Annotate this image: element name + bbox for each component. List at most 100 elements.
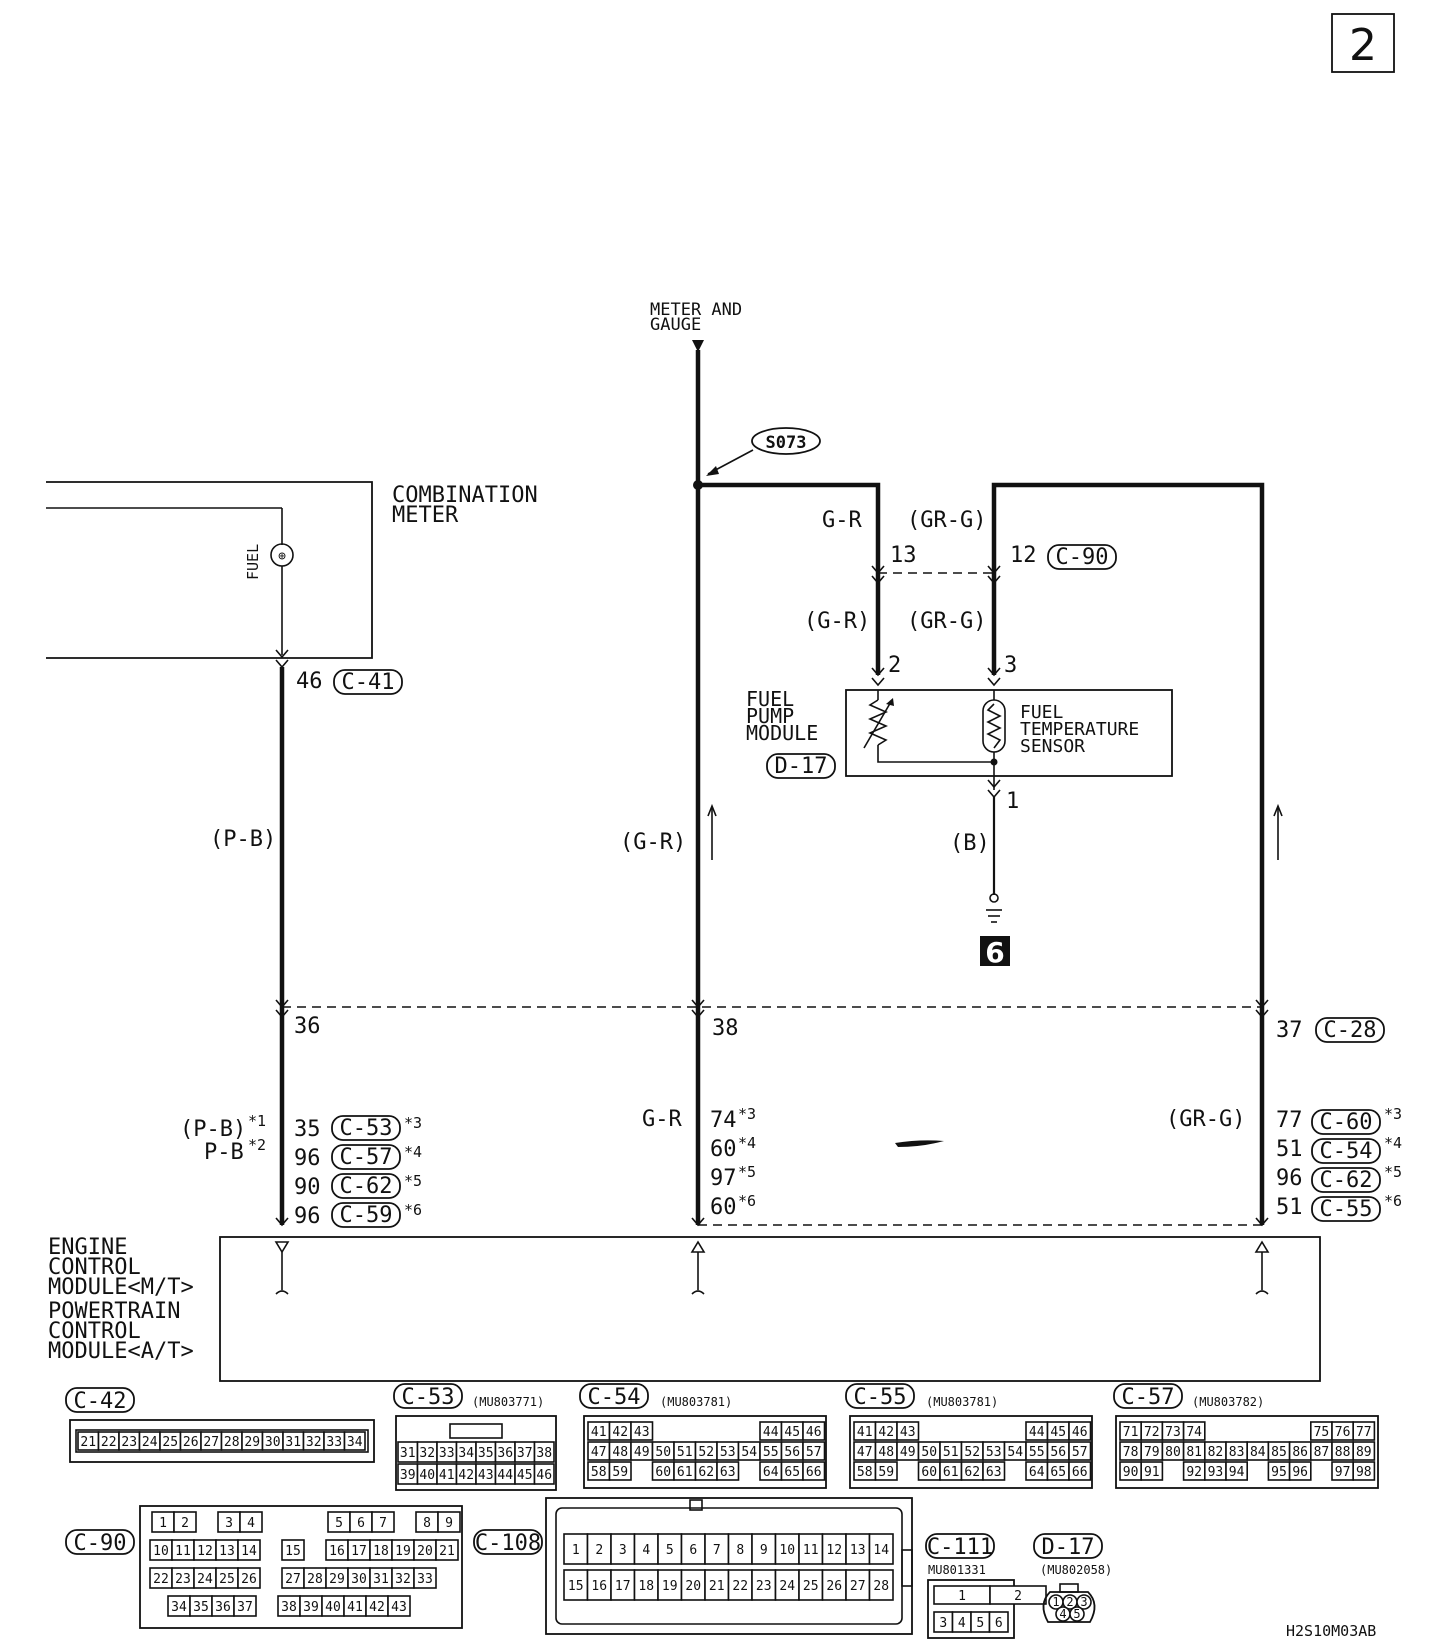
fuel-pump-label-1: FUEL bbox=[746, 687, 794, 711]
conn-ref-c41-label: C-41 bbox=[342, 670, 395, 695]
c42-pin-cell bbox=[343, 1431, 366, 1451]
pin-38: 38 bbox=[712, 1016, 739, 1041]
splice-label: S073 bbox=[766, 433, 807, 453]
c55-pin-number: 65 bbox=[1050, 1465, 1066, 1480]
c53-pin-number: 40 bbox=[419, 1468, 435, 1483]
c57-title: C-57 bbox=[1122, 1385, 1175, 1410]
c108-pin-number: 25 bbox=[803, 1579, 819, 1594]
c90-pin-number: 17 bbox=[351, 1544, 367, 1559]
c90-pin-cell bbox=[239, 1511, 263, 1533]
c53-pin-number: 33 bbox=[439, 1446, 455, 1461]
c54-pin-number: 66 bbox=[806, 1465, 822, 1480]
wire-gr-g bbox=[991, 482, 1265, 1225]
c42-pin-number: 30 bbox=[265, 1435, 281, 1450]
pin-13: 13 bbox=[890, 543, 917, 568]
c55-pin-number: 63 bbox=[986, 1465, 1002, 1480]
c55-pin-cell bbox=[1068, 1421, 1092, 1441]
c53-pin-number: 34 bbox=[458, 1446, 474, 1461]
c90-pin-number: 27 bbox=[285, 1572, 301, 1587]
c111-pin-number: 4 bbox=[958, 1616, 966, 1631]
c55-pin-number: 57 bbox=[1072, 1445, 1088, 1460]
conn-ref-c28 bbox=[1315, 1017, 1385, 1043]
c108-pin-number: 2 bbox=[595, 1543, 603, 1558]
c108-pin-cell bbox=[868, 1569, 894, 1601]
c57-pin-number: 78 bbox=[1123, 1445, 1139, 1460]
c90-pin-number: 43 bbox=[391, 1600, 407, 1615]
c90-pin-number: 20 bbox=[417, 1544, 433, 1559]
c55-pin-number: 58 bbox=[857, 1465, 873, 1480]
c57-pin-number: 89 bbox=[1356, 1445, 1372, 1460]
c55-pin-number: 42 bbox=[878, 1425, 894, 1440]
c90-pin-number: 28 bbox=[307, 1572, 323, 1587]
page-number-box bbox=[1331, 13, 1395, 73]
c57-pin-number: 88 bbox=[1335, 1445, 1351, 1460]
c108-pin-number: 24 bbox=[779, 1579, 795, 1594]
c54-pin-number: 46 bbox=[806, 1425, 822, 1440]
c55-pin-cell bbox=[1068, 1441, 1092, 1461]
conn-ref-c53: C-53 bbox=[340, 1116, 393, 1141]
c55-title: C-55 bbox=[854, 1385, 907, 1410]
c90-pin-number: 26 bbox=[241, 1572, 257, 1587]
fuel-temp-label-2: TEMPERATURE bbox=[1020, 719, 1139, 740]
pin-96a: 96 bbox=[294, 1146, 321, 1171]
wire-label-p-b-1: (P-B) bbox=[180, 1117, 246, 1142]
d17-title: D-17 bbox=[1042, 1535, 1095, 1560]
c90-pin-number: 30 bbox=[351, 1572, 367, 1587]
c90-pin-cell bbox=[435, 1539, 459, 1561]
c90-title: C-90 bbox=[74, 1531, 127, 1556]
c54-pin-number: 61 bbox=[677, 1465, 693, 1480]
d17-pin-cell bbox=[1076, 1594, 1092, 1610]
c108-pin-number: 9 bbox=[760, 1543, 768, 1558]
c90-pin-number: 19 bbox=[395, 1544, 411, 1559]
c90-pin-cell bbox=[387, 1595, 411, 1617]
c42-title: C-42 bbox=[74, 1389, 127, 1414]
c57-pin-number: 80 bbox=[1165, 1445, 1181, 1460]
c42-pin-number: 31 bbox=[285, 1435, 301, 1450]
note-6c: *6 bbox=[1384, 1192, 1402, 1210]
c108-pin-number: 1 bbox=[572, 1543, 580, 1558]
conn-ref-c57: C-57 bbox=[340, 1145, 393, 1170]
note-5c: *5 bbox=[1384, 1163, 1402, 1181]
d17-pin-number: 3 bbox=[1080, 1595, 1087, 1609]
c53-pin-number: 46 bbox=[536, 1468, 552, 1483]
pin-marks-c28 bbox=[275, 999, 1269, 1019]
c90-pin-cell bbox=[237, 1539, 261, 1561]
c55-pin-cell bbox=[874, 1461, 898, 1481]
c54-pin-cell bbox=[630, 1421, 654, 1441]
wire-label-p-b-2: P-B bbox=[204, 1140, 244, 1165]
c90-pin-number: 6 bbox=[357, 1516, 365, 1531]
c42-pin-number: 24 bbox=[142, 1435, 158, 1450]
c55-pin-number: 62 bbox=[964, 1465, 980, 1480]
c57-pin-cell bbox=[1352, 1421, 1376, 1441]
c108-pin-number: 21 bbox=[709, 1579, 725, 1594]
c54-pin-number: 52 bbox=[698, 1445, 714, 1460]
c90-pin-number: 10 bbox=[153, 1544, 169, 1559]
c108-pin-cell bbox=[868, 1533, 894, 1565]
c90-pin-number: 29 bbox=[329, 1572, 345, 1587]
c55-pin-number: 54 bbox=[1007, 1445, 1023, 1460]
wire-g-r-pump bbox=[698, 482, 881, 675]
c54-pin-number: 55 bbox=[763, 1445, 779, 1460]
c111-part: MU801331 bbox=[928, 1563, 986, 1577]
note-3b: *3 bbox=[738, 1105, 756, 1123]
c90-pin-number: 33 bbox=[417, 1572, 433, 1587]
c90-pin-number: 42 bbox=[369, 1600, 385, 1615]
conn-ref-c41 bbox=[333, 669, 403, 695]
c54-pin-number: 48 bbox=[612, 1445, 628, 1460]
c55-pin-number: 46 bbox=[1072, 1425, 1088, 1440]
c90-pin-number: 38 bbox=[281, 1600, 297, 1615]
c108-pin-number: 3 bbox=[619, 1543, 627, 1558]
pin-35: 35 bbox=[294, 1117, 321, 1142]
fuel-temp-label-3: SENSOR bbox=[1020, 736, 1085, 757]
c42-pin-number: 27 bbox=[203, 1435, 219, 1450]
c55-pin-number: 59 bbox=[878, 1465, 894, 1480]
c57-pin-number: 87 bbox=[1314, 1445, 1330, 1460]
wire-label-gr-g-mid: (GR-G) bbox=[907, 609, 986, 634]
c55-pin-number: 48 bbox=[878, 1445, 894, 1460]
fuel-pump-label-3: MODULE bbox=[746, 721, 818, 745]
conn-ref-d17-label: D-17 bbox=[775, 754, 828, 779]
c54-pin-number: 63 bbox=[720, 1465, 736, 1480]
c42-pin-number: 21 bbox=[80, 1435, 96, 1450]
c42-pin-number: 26 bbox=[183, 1435, 199, 1450]
pin-96b: 96 bbox=[294, 1204, 321, 1229]
